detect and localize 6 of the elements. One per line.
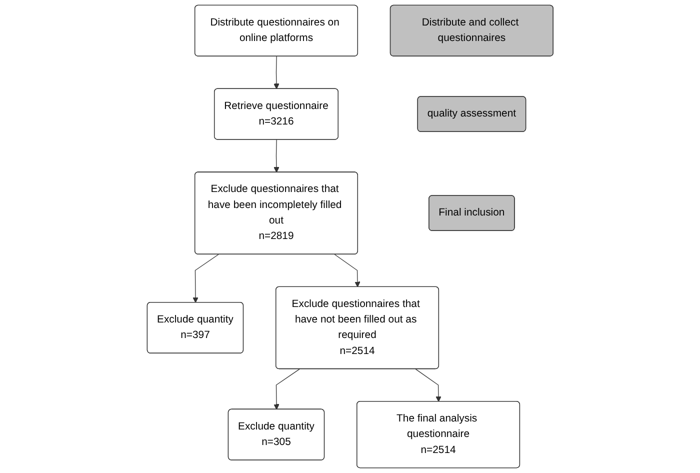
arrow <box>334 254 360 288</box>
arrow <box>273 368 300 410</box>
arrow <box>273 56 280 90</box>
arrow <box>415 368 442 402</box>
arrow <box>273 139 280 173</box>
arrow <box>192 254 219 303</box>
